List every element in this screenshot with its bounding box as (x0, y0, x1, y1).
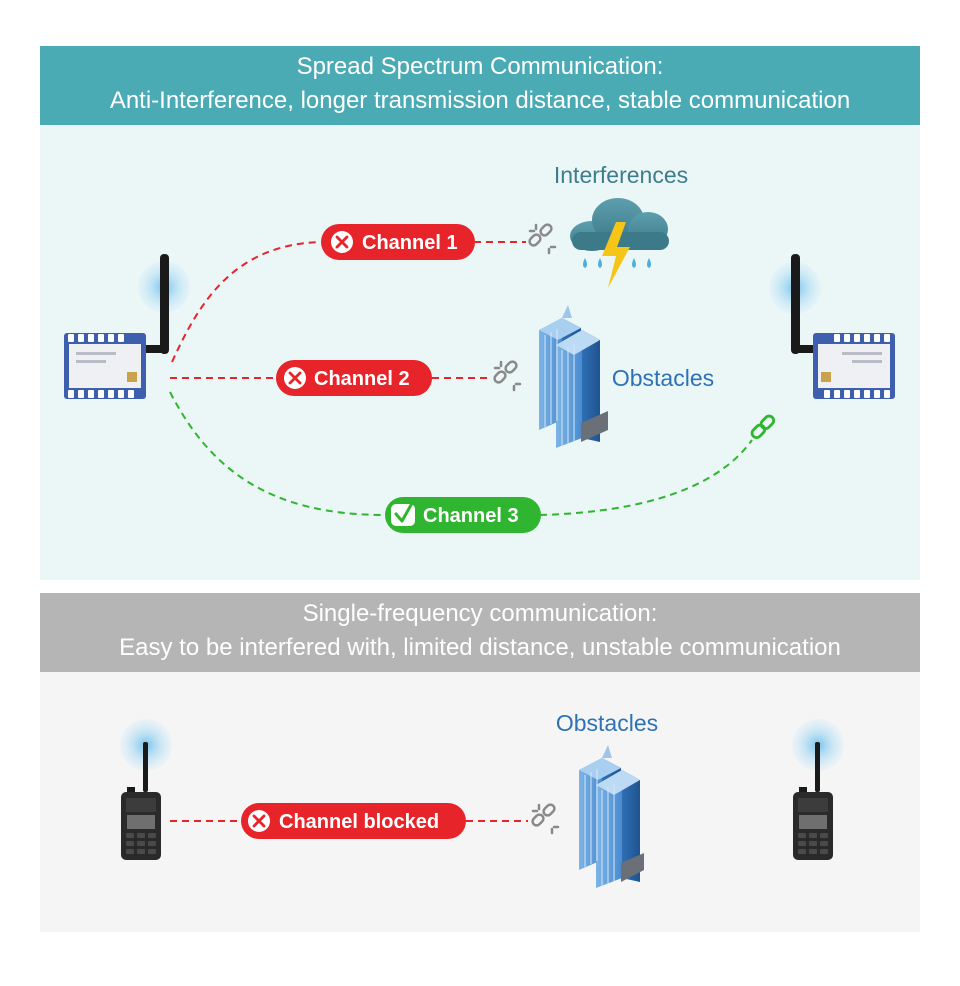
storm-cloud-icon (570, 198, 669, 288)
obstacles-label-top: Obstacles (612, 365, 714, 391)
antenna-icon (160, 254, 169, 354)
left-radio-module (64, 254, 190, 399)
channel3-success-badge: Channel 3 (385, 497, 541, 533)
spread-spectrum-header: Spread Spectrum Communication: Anti-Inte… (40, 46, 920, 125)
single-frequency-header: Single-frequency communication: Easy to … (40, 593, 920, 672)
channel2-fail-badge: Channel 2 (276, 360, 432, 396)
left-walkie-talkie (120, 719, 172, 860)
channel1-label: Channel 1 (362, 232, 458, 254)
channel3-path (169, 391, 753, 516)
antenna-icon (791, 254, 800, 354)
connected-link-icon (750, 414, 776, 440)
channel-blocked-badge: Channel blocked (241, 803, 466, 839)
broken-link-icon (531, 803, 560, 835)
spread-title-line1: Spread Spectrum Communication: (296, 53, 664, 80)
interferences-label: Interferences (554, 162, 688, 188)
broken-link-icon (493, 360, 522, 392)
channel1-fail-badge: Channel 1 (321, 224, 475, 260)
channel2-label: Channel 2 (314, 368, 410, 390)
channel3-label: Channel 3 (423, 505, 519, 527)
antenna-icon (815, 742, 820, 792)
single-title-line1: Single-frequency communication: (302, 600, 658, 627)
channel1-path (171, 241, 526, 363)
broken-link-icon (528, 223, 557, 255)
building-obstacle-icon (579, 745, 644, 888)
single-frequency-panel (40, 672, 920, 932)
building-obstacle-icon (539, 305, 608, 448)
right-radio-module (769, 254, 895, 399)
antenna-icon (143, 742, 148, 792)
obstacles-label-bottom: Obstacles (556, 710, 658, 736)
spread-title-line2: Anti-Interference, longer transmission d… (109, 87, 851, 114)
right-walkie-talkie (792, 719, 844, 860)
single-title-line2: Easy to be interfered with, limited dist… (119, 634, 841, 661)
channel-blocked-label: Channel blocked (279, 811, 439, 833)
